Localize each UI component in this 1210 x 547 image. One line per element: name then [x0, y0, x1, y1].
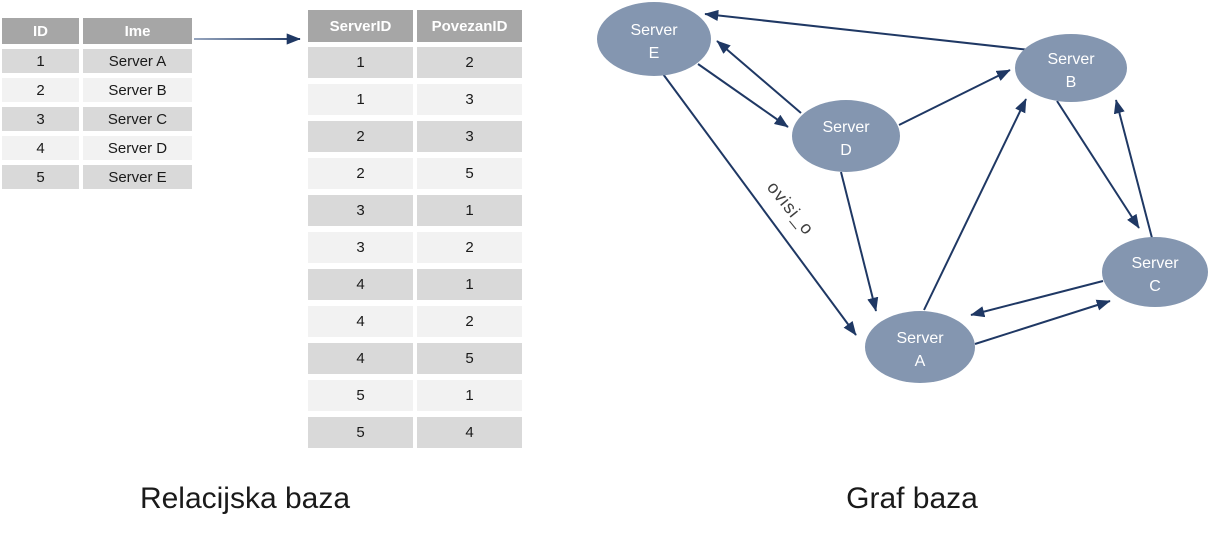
- table-cell: 5: [308, 417, 413, 448]
- edge-label-E-A: ovisi_o: [762, 177, 818, 239]
- column-header: PovezanID: [417, 10, 522, 42]
- table-cell: 4: [417, 417, 522, 448]
- relational-caption: Relacijska baza: [139, 482, 351, 515]
- table-cell: 2: [417, 47, 522, 78]
- edge-B-E: [704, 9, 1031, 51]
- table-cell: 4: [2, 136, 79, 160]
- table-cell: 2: [308, 158, 413, 189]
- edge-C-A: [970, 280, 1104, 318]
- table-cell: 3: [417, 121, 522, 152]
- node-ellipse: [1015, 34, 1127, 102]
- table-cell: 1: [308, 84, 413, 115]
- edge-B-C: [1056, 100, 1140, 229]
- node-ellipse: [792, 100, 900, 172]
- node-label: Server: [1131, 255, 1179, 272]
- table-cell: 1: [417, 269, 522, 300]
- node-ellipse: [865, 311, 975, 383]
- table-cell: Server C: [83, 107, 192, 131]
- table-cell: 1: [308, 47, 413, 78]
- node-ellipse: [597, 2, 711, 76]
- column-header: ServerID: [308, 10, 413, 42]
- edge-D-A: [840, 171, 879, 312]
- table-cell: 3: [308, 232, 413, 263]
- table-cell: Server D: [83, 136, 192, 160]
- node-label: D: [840, 142, 852, 159]
- table-cell: 3: [308, 195, 413, 226]
- table-cell: 1: [417, 195, 522, 226]
- table-cell: 4: [308, 343, 413, 374]
- node-label: A: [915, 353, 926, 370]
- node-label: B: [1066, 74, 1077, 91]
- table-cell: 2: [417, 232, 522, 263]
- table-cell: 2: [2, 78, 79, 102]
- table-cell: 2: [308, 121, 413, 152]
- edge-D-E: [716, 40, 802, 114]
- node-label: Server: [630, 22, 678, 39]
- table-cell: Server B: [83, 78, 192, 102]
- table-cell: 5: [2, 165, 79, 189]
- table-cell: 4: [308, 306, 413, 337]
- node-label: Server: [822, 119, 870, 136]
- table-cell: 5: [308, 380, 413, 411]
- node-label: Server: [1047, 51, 1095, 68]
- edge-D-B: [898, 69, 1011, 126]
- column-header: Ime: [83, 18, 192, 44]
- table-cell: Server E: [83, 165, 192, 189]
- table-cell: 5: [417, 343, 522, 374]
- column-header: ID: [2, 18, 79, 44]
- table-cell: 2: [417, 306, 522, 337]
- table-cell: Server A: [83, 49, 192, 73]
- table-cell: 1: [417, 380, 522, 411]
- table-cell: 3: [2, 107, 79, 131]
- graph-caption: Graf baza: [846, 482, 978, 515]
- node-label: Server: [896, 330, 944, 347]
- table-cell: 3: [417, 84, 522, 115]
- node-ellipse: [1102, 237, 1208, 307]
- node-label: E: [649, 45, 660, 62]
- node-label: C: [1149, 278, 1161, 295]
- table-cell: 4: [308, 269, 413, 300]
- edge-C-B: [1113, 99, 1153, 239]
- table-cell: 1: [2, 49, 79, 73]
- edge-E-A: [662, 73, 857, 336]
- edge-A-C: [974, 299, 1111, 345]
- edge-A-B: [923, 98, 1027, 311]
- table-cell: 5: [417, 158, 522, 189]
- edge-E-D: [697, 63, 789, 128]
